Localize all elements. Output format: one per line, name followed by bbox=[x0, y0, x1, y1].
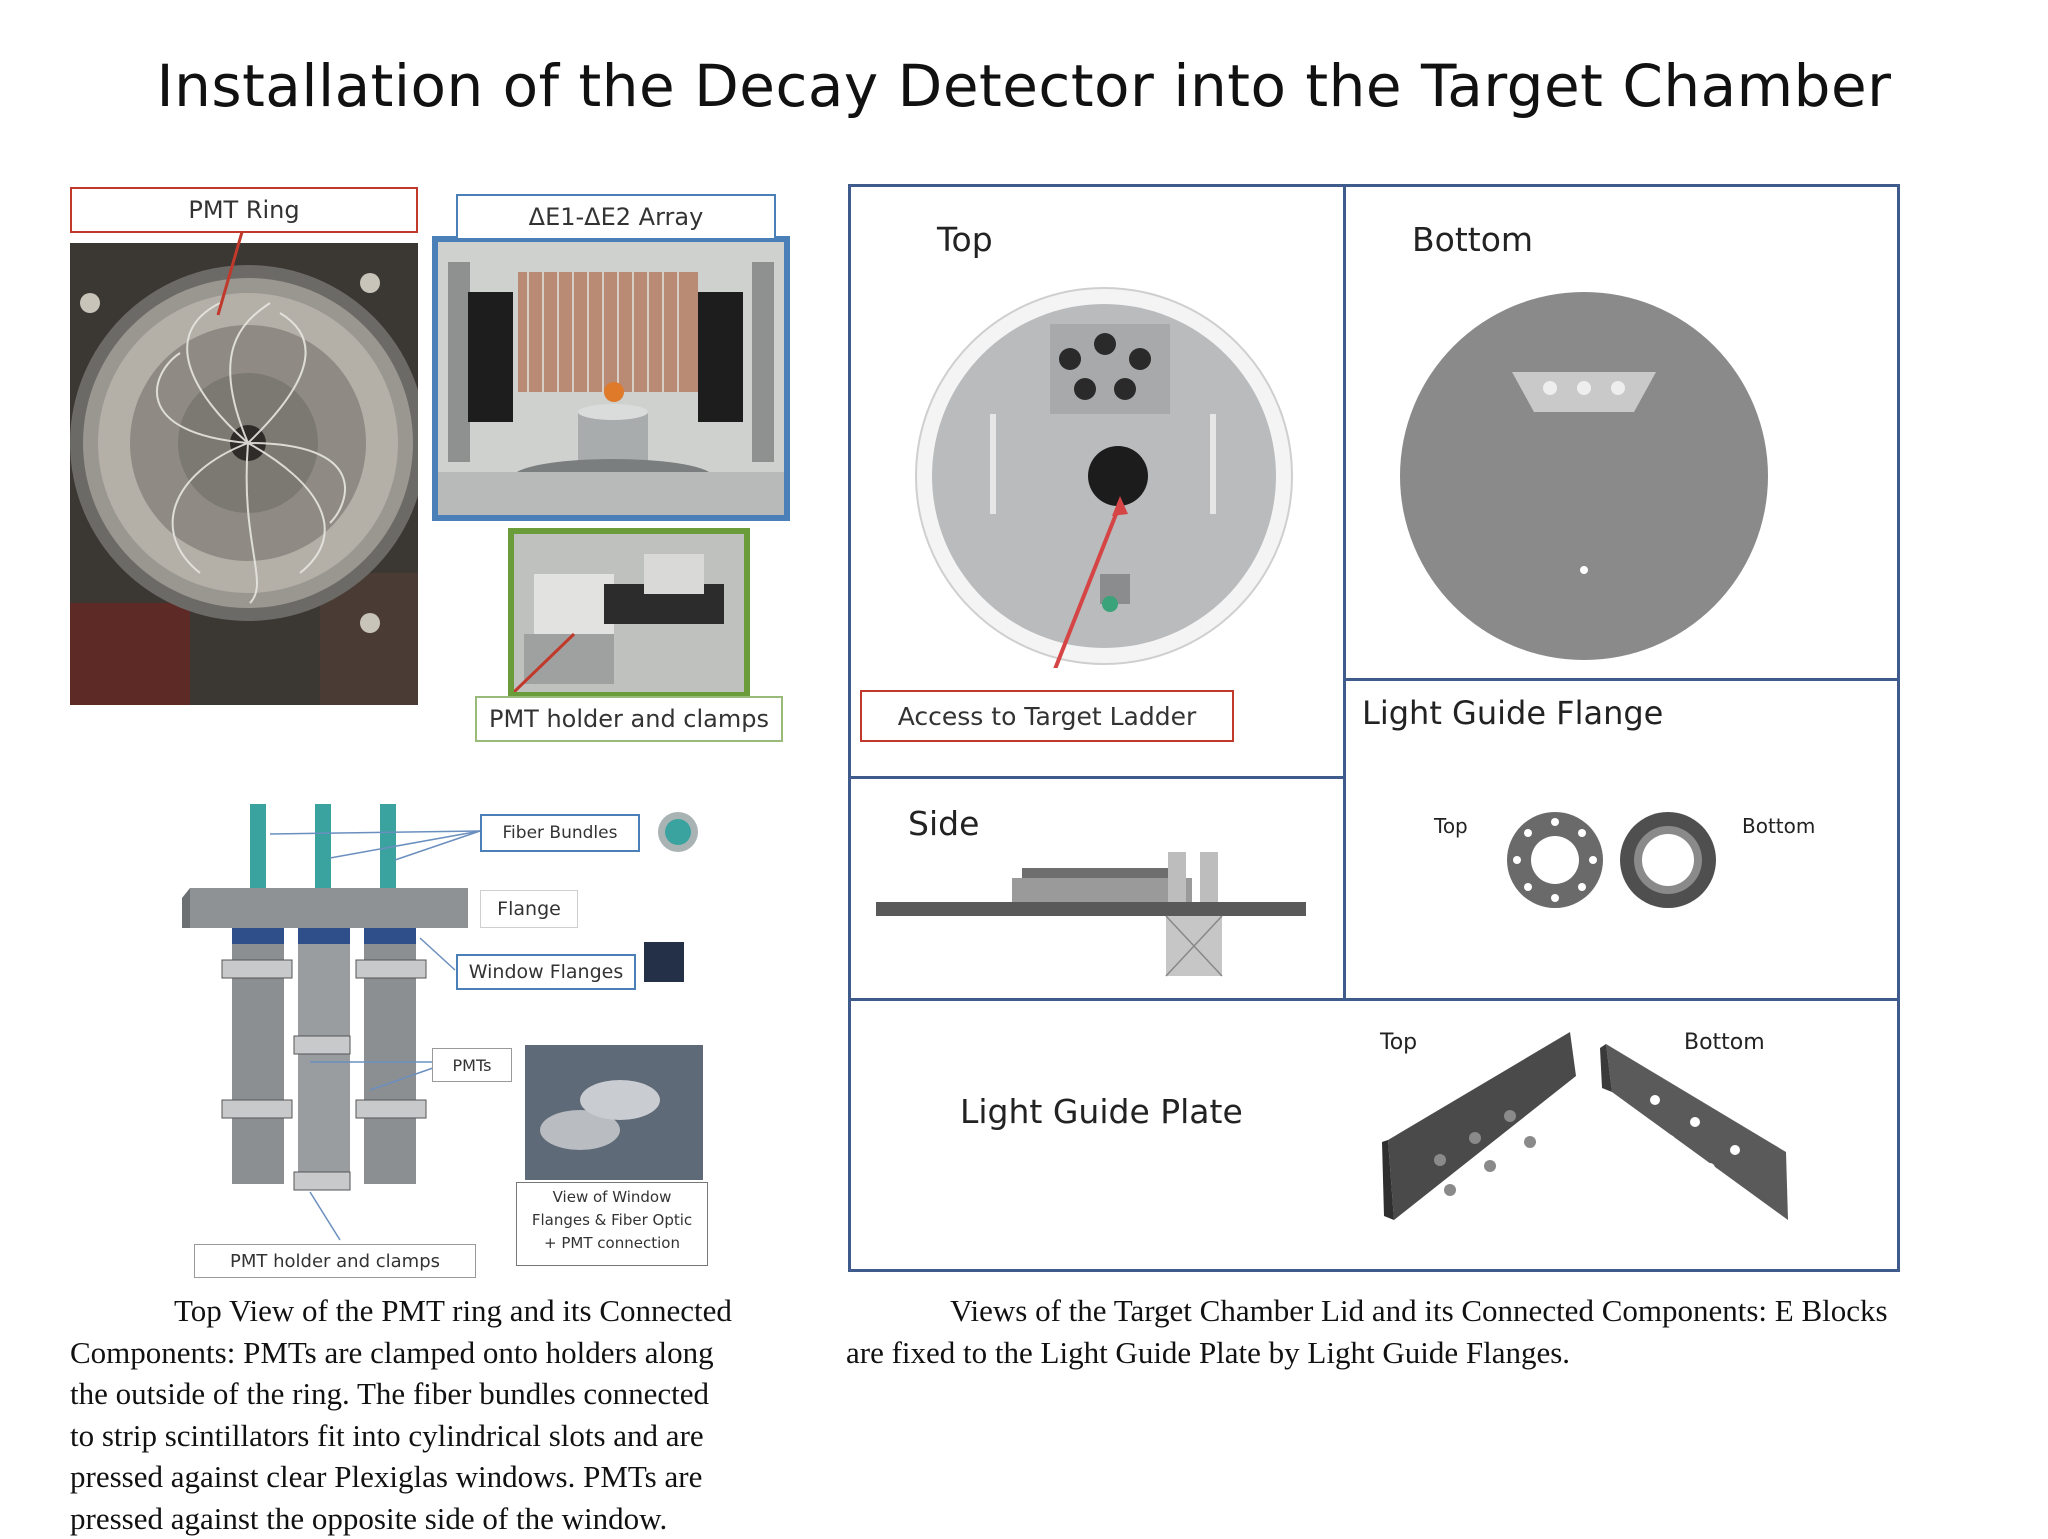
lgf-bottom-label: Bottom bbox=[1742, 814, 1815, 838]
left-caption-line-4: to strip scintillators fit into cylindri… bbox=[70, 1415, 810, 1457]
window-flanges-label: Window Flanges bbox=[456, 954, 636, 990]
pmt-ring-pointer bbox=[200, 230, 260, 320]
light-guide-plate-heading: Light Guide Plate bbox=[960, 1092, 1243, 1131]
panel-divider-left-mid bbox=[848, 776, 1346, 779]
view-window-line-1: View of Window bbox=[517, 1186, 707, 1209]
bottom-view-heading: Bottom bbox=[1412, 220, 1533, 259]
left-caption-line-2: Components: PMTs are clamped onto holder… bbox=[70, 1332, 810, 1374]
light-guide-plate-views bbox=[1380, 1030, 1800, 1230]
pmts-label: PMTs bbox=[432, 1048, 512, 1082]
left-caption: Top View of the PMT ring and its Connect… bbox=[70, 1290, 810, 1539]
lid-top-view bbox=[900, 284, 1320, 668]
lid-side-view bbox=[870, 850, 1330, 980]
right-caption-line-2: are fixed to the Light Guide Plate by Li… bbox=[846, 1332, 2026, 1374]
array-label: ΔE1-ΔE2 Array bbox=[456, 194, 776, 240]
panel-divider-vertical bbox=[1343, 184, 1346, 1000]
left-caption-line-3: the outside of the ring. The fiber bundl… bbox=[70, 1373, 810, 1415]
lid-bottom-view bbox=[1380, 288, 1820, 668]
lgf-top-label: Top bbox=[1434, 814, 1468, 838]
flange-label: Flange bbox=[480, 890, 578, 928]
top-view-heading: Top bbox=[937, 220, 993, 259]
left-caption-line-5: pressed against clear Plexiglas windows.… bbox=[70, 1456, 810, 1498]
right-caption-line-1: Views of the Target Chamber Lid and its … bbox=[846, 1290, 2026, 1332]
right-caption: Views of the Target Chamber Lid and its … bbox=[846, 1290, 2026, 1373]
access-target-ladder-label: Access to Target Ladder bbox=[860, 690, 1234, 742]
left-caption-line-1: Top View of the PMT ring and its Connect… bbox=[70, 1290, 810, 1332]
pmt-holder-label-bottom: PMT holder and clamps bbox=[194, 1244, 476, 1278]
light-guide-flange-views bbox=[1500, 810, 1730, 910]
left-caption-line-6: pressed against the opposite side of the… bbox=[70, 1498, 810, 1539]
light-guide-flange-heading: Light Guide Flange bbox=[1362, 694, 1663, 732]
pmt-ring-label: PMT Ring bbox=[70, 187, 418, 233]
panel-divider-right-mid bbox=[1343, 678, 1900, 681]
panel-divider-lower bbox=[848, 998, 1900, 1001]
pmt-holder-label-top: PMT holder and clamps bbox=[475, 696, 783, 742]
page-title: Installation of the Decay Detector into … bbox=[0, 52, 2048, 120]
fiber-bundles-label: Fiber Bundles bbox=[480, 814, 640, 852]
side-view-heading: Side bbox=[908, 804, 979, 843]
view-window-label: View of Window Flanges & Fiber Optic + P… bbox=[516, 1182, 708, 1266]
view-window-line-2: Flanges & Fiber Optic bbox=[517, 1209, 707, 1232]
view-window-line-3: + PMT connection bbox=[517, 1232, 707, 1255]
pmt-holder-photo bbox=[508, 528, 750, 698]
array-photo bbox=[432, 236, 790, 521]
